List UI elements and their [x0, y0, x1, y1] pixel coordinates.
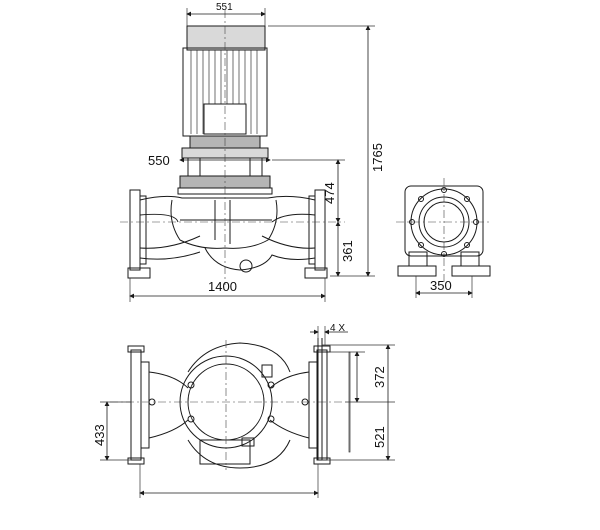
- dim-coupling-width: 550: [148, 153, 170, 168]
- pump-housing: [139, 195, 316, 273]
- dim-overall-length: 1400: [208, 279, 237, 294]
- front-view: [120, 10, 345, 285]
- top-view: [110, 338, 345, 470]
- top-dimensions: 4 X 372 521 433: [92, 323, 395, 498]
- side-view: [396, 178, 492, 282]
- dim-center-to-end: 372: [372, 366, 387, 388]
- dim-base-to-center: 361: [340, 240, 355, 262]
- front-dimensions: 551 550 1765 474 361 1400: [129, 2, 385, 302]
- dim-base-depth: 521: [372, 426, 387, 448]
- dim-total-height: 1765: [370, 143, 385, 172]
- dim-motor-width: 551: [216, 2, 233, 13]
- side-dimensions: 350: [415, 276, 473, 298]
- dim-bolt-holes: 4 X: [330, 323, 345, 334]
- dim-side-width: 350: [430, 278, 452, 293]
- dim-flange-to-top: 474: [322, 182, 337, 204]
- flanges: [127, 189, 328, 279]
- dim-port-offset: 433: [92, 424, 107, 446]
